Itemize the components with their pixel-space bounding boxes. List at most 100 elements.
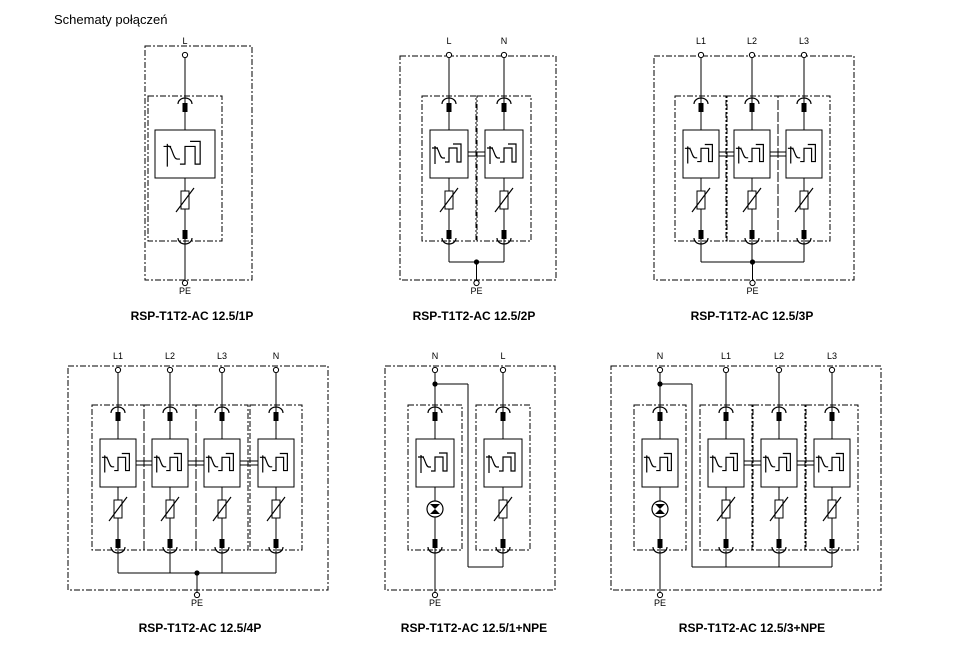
connector-icon <box>824 406 840 421</box>
spark-gap-trigger <box>259 455 273 473</box>
connector-block <box>432 412 438 421</box>
connector-block <box>501 103 507 112</box>
module-outline <box>195 404 249 551</box>
ground-label: PE <box>746 286 758 296</box>
gdt-electrode-bottom <box>430 509 440 514</box>
spark-gap-icon <box>760 438 798 488</box>
mechanical-coupling <box>719 151 734 157</box>
terminal-icon <box>828 366 836 374</box>
connector-arc <box>496 97 512 105</box>
connector-arc <box>824 406 840 414</box>
connector-icon <box>693 97 709 112</box>
terminal-icon <box>431 591 439 599</box>
connector-arc <box>214 406 230 414</box>
terminal-icon <box>473 279 480 287</box>
varistor-icon <box>266 496 286 522</box>
connector-block <box>698 230 704 239</box>
varistor-slash <box>175 187 195 213</box>
connector-block <box>182 103 188 112</box>
connector-block <box>500 539 506 548</box>
terminal-icon <box>500 51 508 59</box>
mechanical-coupling <box>770 151 786 157</box>
spark-gap-trigger <box>735 146 749 164</box>
connector-block <box>829 412 835 421</box>
spark-gap-trigger <box>205 455 219 473</box>
connector-block <box>273 539 279 548</box>
varistor-icon <box>108 496 128 522</box>
terminal-label: N <box>657 351 664 361</box>
module-outline <box>777 95 831 242</box>
spark-gap-trigger <box>643 455 657 473</box>
connector-icon <box>652 406 668 421</box>
mechanical-coupling <box>744 460 761 466</box>
diagram-caption: RSP-T1T2-AC 12.5/2P <box>413 309 536 323</box>
spd-module <box>249 404 303 554</box>
module-outline <box>752 404 806 551</box>
connector-block <box>801 103 807 112</box>
spd-module <box>805 404 859 554</box>
terminal-label: L <box>446 36 451 46</box>
mechanical-coupling <box>797 460 814 466</box>
spd-module <box>143 404 197 554</box>
connector-block <box>723 539 729 548</box>
connector-arc <box>693 97 709 105</box>
connector-block <box>657 539 663 548</box>
connector-arc <box>652 406 668 414</box>
connector-block <box>167 539 173 548</box>
varistor-slash <box>493 496 513 522</box>
varistor-icon <box>716 496 736 522</box>
terminal-label: L <box>500 351 505 361</box>
spark-gap-trigger <box>163 143 180 167</box>
connector-arc <box>796 97 812 105</box>
terminal-label: L2 <box>774 351 784 361</box>
spark-gap-icon <box>154 129 216 179</box>
connector-block <box>115 412 121 421</box>
enclosure-outline <box>610 365 882 591</box>
varistor-icon <box>742 187 762 213</box>
connector-block <box>749 230 755 239</box>
terminal-label: L1 <box>696 36 706 46</box>
spark-gap-trigger <box>101 455 115 473</box>
spark-gap-icon <box>682 129 720 179</box>
spark-gap-box <box>429 129 469 179</box>
connector-arc <box>162 406 178 414</box>
gdt-electrode-top <box>655 504 665 509</box>
spark-gap-trigger <box>153 455 167 473</box>
varistor-slash <box>822 496 842 522</box>
spark-gap-electrode <box>828 452 844 472</box>
diagram-caption: RSP-T1T2-AC 12.5/3P <box>691 309 814 323</box>
mechanical-coupling <box>240 460 258 466</box>
terminal-icon <box>499 366 507 374</box>
varistor-icon <box>175 187 195 213</box>
spark-gap-electrode <box>697 143 713 163</box>
spark-gap-electrode <box>179 140 201 165</box>
spark-gap-icon <box>415 438 455 488</box>
spark-gap-icon <box>707 438 745 488</box>
terminal-icon <box>114 366 122 374</box>
terminal-icon <box>272 366 280 374</box>
connector-block <box>749 103 755 112</box>
spark-gap-electrode <box>656 452 672 472</box>
connector-icon <box>796 97 812 112</box>
terminal-icon <box>193 591 201 599</box>
connector-block <box>698 103 704 112</box>
mechanical-coupling <box>188 460 204 466</box>
spark-gap-icon <box>484 129 524 179</box>
connector-block <box>167 412 173 421</box>
connector-block <box>829 539 835 548</box>
terminal-icon <box>775 366 783 374</box>
varistor-slash <box>266 496 286 522</box>
ground-label: PE <box>470 286 482 296</box>
connector-arc <box>177 97 193 105</box>
connector-arc <box>110 406 126 414</box>
terminal-icon <box>748 51 756 59</box>
spd-module <box>752 404 806 554</box>
spark-gap-electrode <box>748 143 764 163</box>
spd-module <box>633 404 687 554</box>
spd-module <box>407 404 463 554</box>
spark-gap-trigger <box>815 455 829 473</box>
